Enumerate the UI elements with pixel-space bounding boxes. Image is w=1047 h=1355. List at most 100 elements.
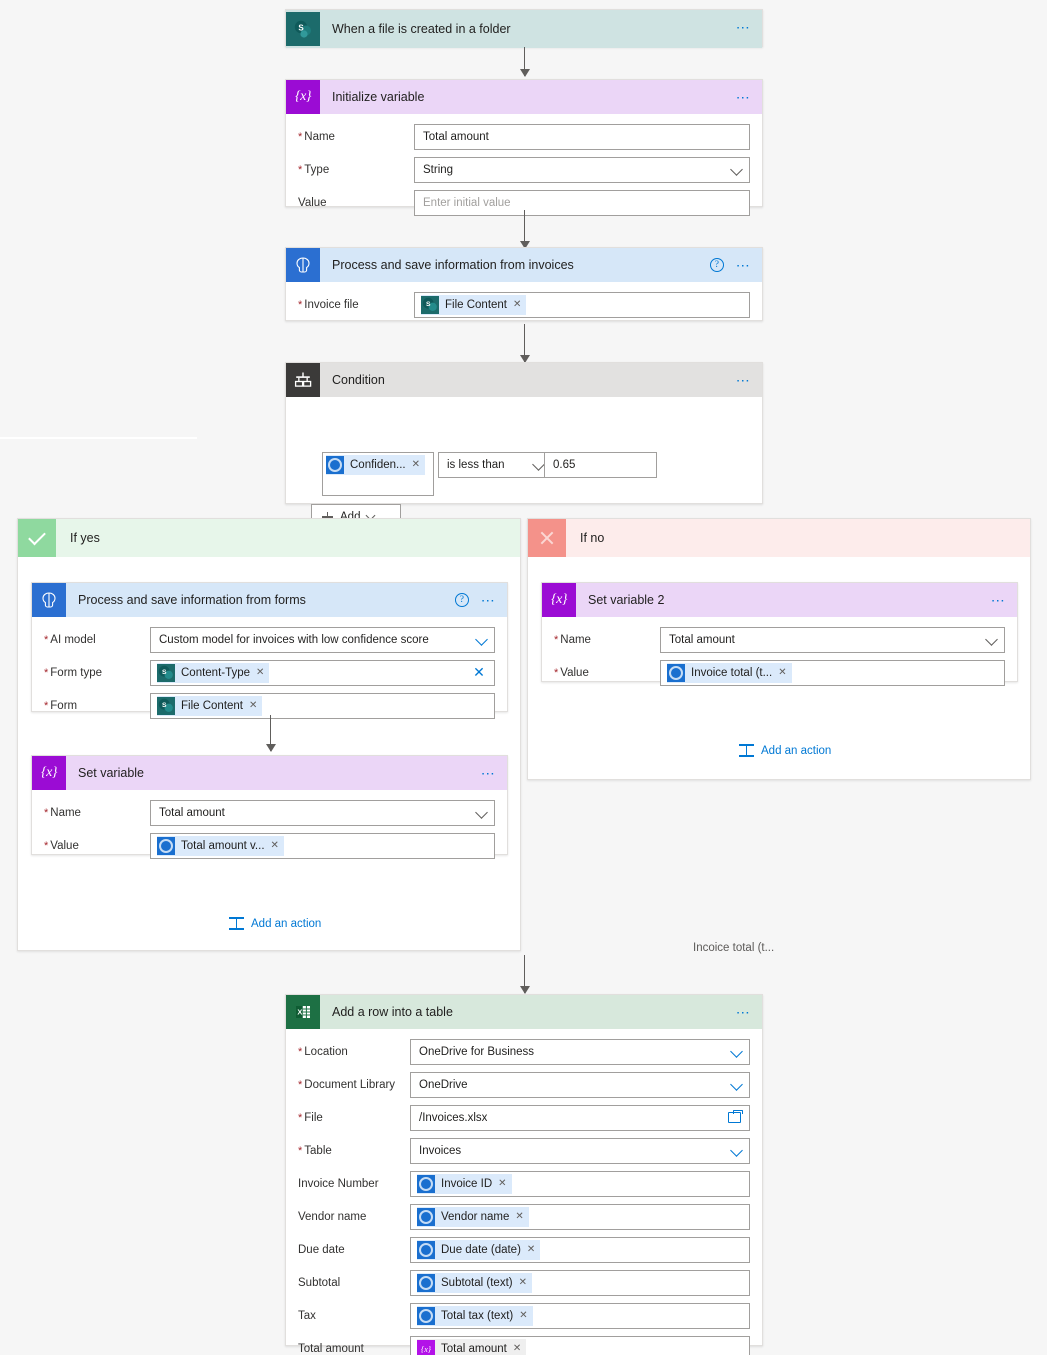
condition-value-input[interactable]: 0.65 [544, 452, 657, 478]
card-header[interactable]: {x} Initialize variable ⋯ [286, 80, 762, 114]
table-dropdown[interactable]: Invoices [410, 1138, 750, 1164]
icon-slot: X [286, 995, 320, 1029]
form-type-input[interactable]: S Content-Type ✕ ✕ [150, 660, 495, 686]
token-chip[interactable]: Total tax (text) ✕ [417, 1306, 533, 1326]
token-chip[interactable]: Confiden... ✕ [326, 455, 426, 475]
remove-token-icon[interactable]: ✕ [526, 1244, 536, 1255]
token-chip[interactable]: Total amount v... ✕ [157, 836, 284, 856]
add-an-action-button-no[interactable]: Add an action [739, 743, 831, 758]
card-header[interactable]: Process and save information from forms … [32, 583, 507, 617]
chevron-down-icon [532, 458, 545, 471]
field-label: Document Library [298, 1079, 410, 1091]
remove-token-icon[interactable]: ✕ [519, 1310, 528, 1321]
remove-token-icon[interactable]: ✕ [249, 700, 258, 711]
variable-icon: {x} [32, 756, 66, 790]
remove-token-icon[interactable]: ✕ [515, 1211, 524, 1222]
overflow-menu-icon[interactable]: ⋯ [480, 592, 497, 608]
card-header[interactable]: X Add a row into a table ⋯ [286, 995, 762, 1029]
overflow-menu-icon[interactable]: ⋯ [990, 592, 1007, 608]
token-chip[interactable]: Invoice total (t... ✕ [667, 663, 792, 683]
token-chip[interactable]: S File Content ✕ [421, 295, 527, 315]
invoice-number-input[interactable]: Invoice ID ✕ [410, 1171, 750, 1197]
remove-token-icon[interactable]: ✕ [512, 1343, 522, 1354]
remove-token-icon[interactable]: ✕ [411, 459, 421, 470]
chevron-down-icon [730, 163, 743, 176]
name-dropdown[interactable]: Total amount [150, 800, 495, 826]
add-an-action-button-yes[interactable]: Add an action [229, 916, 321, 931]
card-header-actions: ⋯ [736, 80, 752, 114]
document-library-dropdown[interactable]: OneDrive [410, 1072, 750, 1098]
token-label: Vendor name [441, 1211, 510, 1223]
remove-token-icon[interactable]: ✕ [518, 1277, 527, 1288]
ai-model-dropdown[interactable]: Custom model for invoices with low confi… [150, 627, 495, 653]
token-chip[interactable]: S File Content ✕ [157, 696, 263, 716]
token-chip[interactable]: Total amount ✕ [417, 1339, 527, 1355]
tax-input[interactable]: Total tax (text) ✕ [410, 1303, 750, 1329]
file-input[interactable]: /Invoices.xlsx [410, 1105, 750, 1131]
card-add-row-into-table[interactable]: X Add a row into a table ⋯ Location [285, 994, 763, 1355]
field-row-type: Type String [298, 157, 750, 183]
token-label: File Content [181, 700, 244, 712]
type-dropdown[interactable]: String [414, 157, 750, 183]
card-body: AI model Custom model for invoices with … [32, 617, 507, 731]
remove-token-icon[interactable]: ✕ [498, 1178, 507, 1189]
card-condition[interactable]: Condition ⋯ Confiden... ✕ is less than [285, 362, 763, 530]
add-action-label: Add an action [251, 917, 322, 930]
name-input[interactable]: Total amount [414, 124, 750, 150]
token-chip[interactable]: Subtotal (text) ✕ [417, 1273, 532, 1293]
token-chip[interactable]: Invoice ID ✕ [417, 1174, 512, 1194]
token-label: Total amount v... [181, 840, 265, 852]
clear-field-icon[interactable]: ✕ [473, 664, 485, 680]
card-set-variable-2[interactable]: {x} Set variable 2 ⋯ Name Total amount V… [541, 582, 1018, 686]
overflow-menu-icon[interactable]: ⋯ [735, 372, 752, 388]
remove-token-icon[interactable]: ✕ [778, 667, 787, 678]
card-header-actions: ⋯ [736, 10, 752, 44]
token-label: Invoice ID [441, 1178, 493, 1190]
card-header[interactable]: Condition ⋯ [286, 363, 762, 397]
condition-operator-dropdown[interactable]: is less than [438, 452, 552, 478]
help-icon[interactable]: ? [454, 593, 469, 607]
help-icon[interactable]: ? [709, 258, 724, 272]
condition-operand-input[interactable]: Confiden... ✕ [322, 452, 434, 496]
value-input[interactable]: Total amount v... ✕ [150, 833, 495, 859]
due-date-input[interactable]: Due date (date) ✕ [410, 1237, 750, 1263]
overflow-menu-icon[interactable]: ⋯ [735, 1004, 752, 1020]
overflow-menu-icon[interactable]: ⋯ [480, 765, 497, 781]
subtotal-input[interactable]: Subtotal (text) ✕ [410, 1270, 750, 1296]
value-input[interactable]: Invoice total (t... ✕ [660, 660, 1005, 686]
field-label: Due date [298, 1244, 345, 1256]
remove-token-icon[interactable]: ✕ [270, 840, 279, 851]
overflow-menu-icon[interactable]: ⋯ [735, 19, 752, 35]
card-process-forms[interactable]: Process and save information from forms … [31, 582, 508, 719]
overflow-menu-icon[interactable]: ⋯ [735, 257, 752, 273]
ai-builder-icon [417, 1241, 435, 1259]
card-title: Add a row into a table [332, 1005, 453, 1019]
token-chip[interactable]: S Content-Type ✕ [157, 663, 270, 683]
form-input[interactable]: S File Content ✕ [150, 693, 495, 719]
invoice-file-input[interactable]: S File Content ✕ [414, 292, 750, 318]
card-header[interactable]: {x} Set variable ⋯ [32, 756, 507, 790]
value-input[interactable]: Enter initial value [414, 190, 750, 216]
card-set-variable[interactable]: {x} Set variable ⋯ Name Total amount Val… [31, 755, 508, 859]
token-label: File Content [445, 299, 508, 311]
card-title: Process and save information from forms [78, 593, 306, 607]
card-body: Name Total amount Value Invoice total (t… [542, 617, 1017, 698]
card-trigger[interactable]: S When a file is created in a folder ⋯ [285, 9, 763, 48]
card-header[interactable]: Process and save information from invoic… [286, 248, 762, 282]
branch-header[interactable]: If yes [18, 519, 520, 557]
total-amount-input[interactable]: Total amount ✕ [410, 1336, 750, 1355]
token-chip[interactable]: Vendor name ✕ [417, 1207, 529, 1227]
location-dropdown[interactable]: OneDrive for Business [410, 1039, 750, 1065]
card-header[interactable]: {x} Set variable 2 ⋯ [542, 583, 1017, 617]
remove-token-icon[interactable]: ✕ [256, 667, 265, 678]
remove-token-icon[interactable]: ✕ [513, 299, 522, 310]
card-process-invoices[interactable]: Process and save information from invoic… [285, 247, 763, 321]
token-chip[interactable]: Due date (date) ✕ [417, 1240, 541, 1260]
card-header[interactable]: S When a file is created in a folder ⋯ [286, 10, 762, 48]
folder-picker-icon[interactable] [728, 1109, 743, 1123]
overflow-menu-icon[interactable]: ⋯ [735, 89, 752, 105]
name-dropdown[interactable]: Total amount [660, 627, 1005, 653]
card-initialize-variable[interactable]: {x} Initialize variable ⋯ Name Total amo… [285, 79, 763, 216]
vendor-name-input[interactable]: Vendor name ✕ [410, 1204, 750, 1230]
branch-header[interactable]: If no [528, 519, 1030, 557]
